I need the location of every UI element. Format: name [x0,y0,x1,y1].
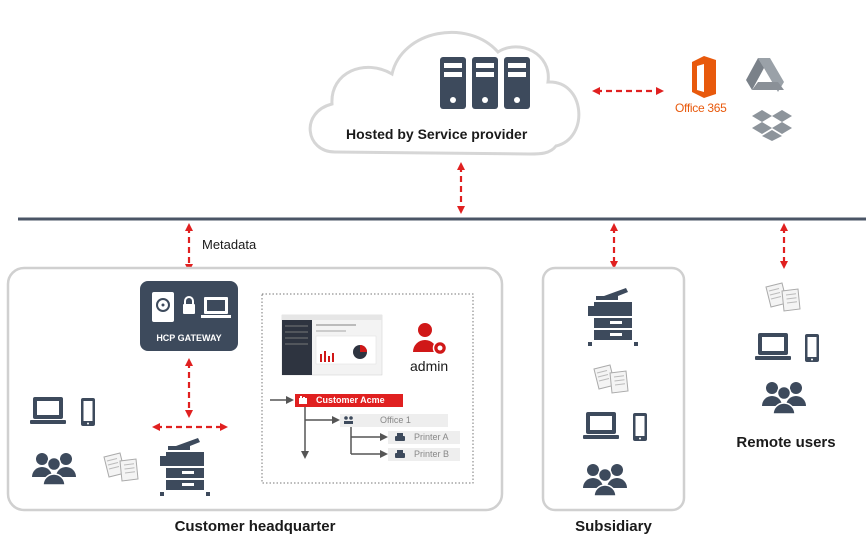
tree-printer-b-label: Printer B [414,449,450,459]
metadata-label: Metadata [202,237,257,252]
portal-screenshot [281,314,383,376]
tree-printer-a-label: Printer A [414,432,449,442]
remote-users-icon [761,381,807,415]
office-group-icon [344,416,353,424]
remote-documents-icon [765,282,801,312]
dropbox-icon [752,110,792,141]
hq-label: Customer headquarter [174,518,336,535]
admin-label: admin [410,358,449,374]
printer-a-icon [395,433,405,441]
office365-label: Office 365 [675,101,727,115]
tree-root-icon [299,396,307,404]
subsidiary-phone-icon [633,413,647,441]
tree-root-label: Customer Acme [316,395,385,405]
tree-office-label: Office 1 [380,415,411,425]
remote-phone-icon [805,334,819,362]
cloud-label: Hosted by Service provider [346,126,528,142]
hcp-gateway-box [140,281,238,351]
subsidiary-label: Subsidiary [575,518,652,535]
tree-printer-b-node[interactable] [388,448,460,461]
remote-laptop-icon [755,333,791,360]
tree-office-node[interactable] [340,414,448,427]
server-icon [440,57,530,109]
google-drive-icon [746,58,784,92]
hq-phone-icon [81,398,95,426]
printer-b-icon [395,450,405,458]
gateway-label: HCP GATEWAY [156,333,222,343]
tree-printer-a-node[interactable] [388,431,460,444]
office365-icon [692,56,716,98]
tree-root-node[interactable] [295,394,403,407]
remote-users-label: Remote users [736,434,836,451]
admin-user-icon [413,323,448,356]
